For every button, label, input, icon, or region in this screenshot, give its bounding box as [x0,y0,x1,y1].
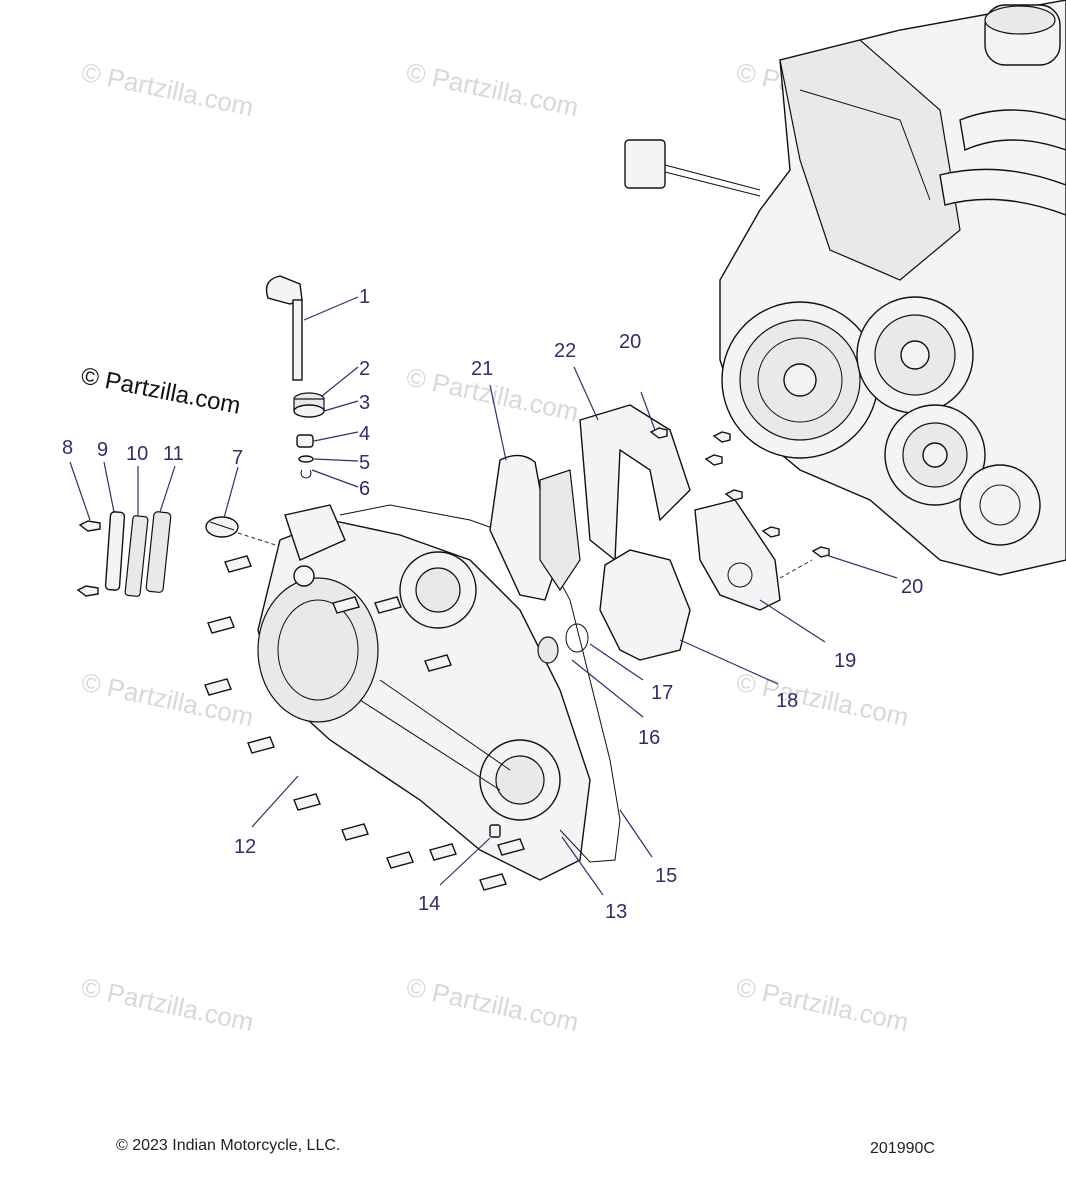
gasket-outline [339,504,621,863]
callout-9: 9 [97,439,108,461]
diagram-code: 201990C [870,1140,935,1157]
plug-part [205,516,286,549]
copyright-text: © 2023 Indian Motorcycle, LLC. [116,1137,341,1154]
callout-4: 4 [359,423,370,445]
callout-20-top: 20 [619,331,641,353]
callout-7: 7 [232,447,243,469]
callout-16: 16 [638,727,660,749]
callout-21: 21 [471,358,493,380]
callout-13: 13 [605,901,627,923]
callout-3: 3 [359,392,370,414]
callout-20-right: 20 [901,576,923,598]
callout-19: 19 [834,650,856,672]
watermark: © Partzilla.com [404,972,582,1038]
callout-1: 1 [359,286,370,308]
cover-bolts [204,555,525,891]
callout-17: 17 [651,682,673,704]
watermark: © Partzilla.com [79,667,257,733]
watermark: © Partzilla.com [404,57,582,123]
callout-labels: 1 2 3 4 5 6 7 8 9 10 11 12 13 14 15 16 1… [62,286,923,923]
callout-2: 2 [359,358,370,380]
callout-10: 10 [126,443,148,465]
watermark: © Partzilla.com [79,972,257,1038]
callout-22: 22 [554,340,576,362]
strip-parts [76,511,172,597]
callout-12: 12 [234,836,256,858]
callout-18: 18 [776,690,798,712]
callout-14: 14 [418,893,440,915]
callout-11: 11 [163,443,184,465]
callout-6: 6 [359,478,370,500]
leader-lines [69,296,898,896]
engine-assembly-illustration [624,0,1066,576]
shift-shaft-parts [265,275,325,479]
watermark: © Partzilla.com [79,57,257,123]
watermark: © Partzilla.com [734,972,912,1038]
brand-watermark: © Partzilla.com [79,362,243,419]
callout-5: 5 [359,452,370,474]
callout-8: 8 [62,437,73,459]
callout-15: 15 [655,865,677,887]
